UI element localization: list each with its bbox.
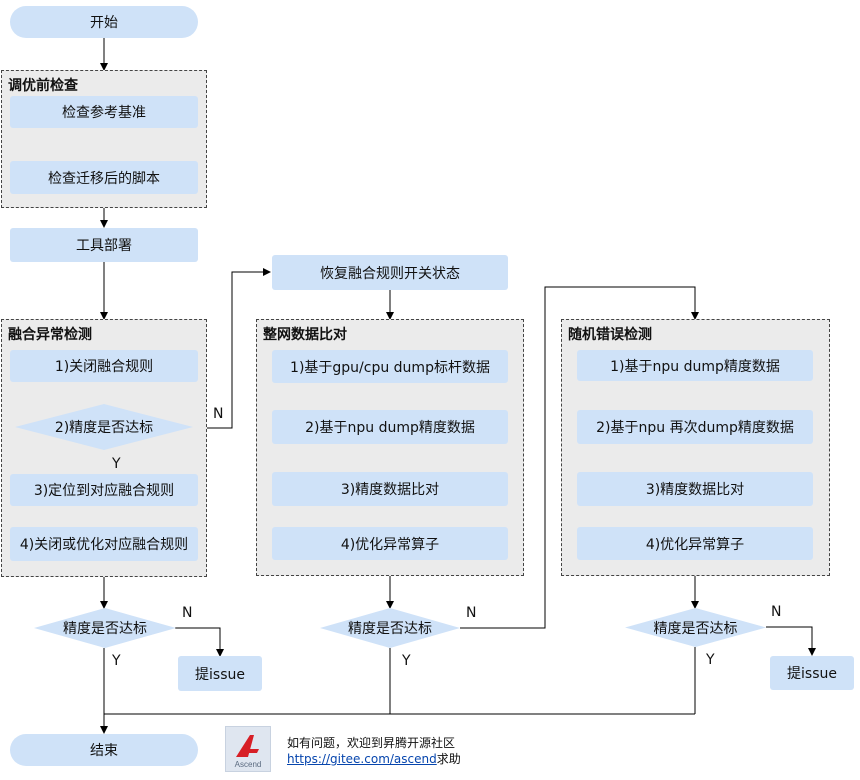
- start-node: 开始: [10, 6, 198, 38]
- ascend-logo-mark: Ascend: [235, 735, 262, 769]
- decision-2-no-label: N: [466, 605, 477, 621]
- whole-step-4: 4)优化异常算子: [272, 527, 508, 560]
- precheck-title: 调优前检查: [8, 78, 78, 94]
- whole-step-1: 1)基于gpu/cpu dump标杆数据: [272, 350, 508, 383]
- decision-3-no-label: N: [771, 604, 782, 620]
- help-note: 如有问题，欢迎到昇腾开源社区 https://gitee.com/ascend求…: [287, 735, 461, 767]
- random-step-2: 2)基于npu 再次dump精度数据: [577, 410, 813, 444]
- restore-fusion-node: 恢复融合规则开关状态: [272, 255, 508, 290]
- whole-step-3: 3)精度数据比对: [272, 472, 508, 506]
- help-note-line1: 如有问题，欢迎到昇腾开源社区: [287, 736, 456, 750]
- arrow-fusion-no-restore: [196, 268, 271, 429]
- precheck-step-baseline: 检查参考基准: [10, 96, 198, 128]
- whole-network-title: 整网数据比对: [263, 327, 347, 343]
- arrow-decision1-issue: [175, 627, 224, 657]
- random-error-title: 随机错误检测: [568, 327, 652, 343]
- fusion-yes-label: Y: [112, 456, 121, 472]
- tool-deploy-node: 工具部署: [10, 228, 198, 262]
- decision-1-no-label: N: [182, 605, 193, 621]
- whole-step-2: 2)基于npu dump精度数据: [272, 410, 508, 444]
- decision-3-yes-label: Y: [706, 652, 715, 668]
- arrow-decision3-issue: [766, 626, 816, 656]
- fusion-step-1: 1)关闭融合规则: [10, 350, 198, 382]
- arrow-decision2-random: [460, 286, 699, 629]
- help-note-line2: https://gitee.com/ascend求助: [287, 751, 461, 767]
- issue-node-2: 提issue: [770, 656, 854, 690]
- ascend-logo-text: Ascend: [235, 760, 262, 769]
- end-node: 结束: [10, 734, 198, 766]
- fusion-step-4: 4)关闭或优化对应融合规则: [10, 527, 198, 561]
- decision-1-yes-label: Y: [112, 653, 121, 669]
- fusion-no-label: N: [213, 406, 224, 422]
- fusion-step-3: 3)定位到对应融合规则: [10, 474, 198, 506]
- help-note-suffix: 求助: [436, 752, 461, 766]
- ascend-logo: Ascend: [225, 726, 271, 772]
- gitee-link[interactable]: https://gitee.com/ascend: [287, 752, 437, 766]
- issue-node-1: 提issue: [178, 656, 262, 691]
- random-step-3: 3)精度数据比对: [577, 472, 813, 506]
- fusion-title: 融合异常检测: [8, 327, 92, 343]
- random-step-4: 4)优化异常算子: [577, 527, 813, 560]
- random-step-1: 1)基于npu dump精度数据: [577, 350, 813, 381]
- precheck-step-script: 检查迁移后的脚本: [10, 161, 198, 194]
- decision-2-yes-label: Y: [402, 653, 411, 669]
